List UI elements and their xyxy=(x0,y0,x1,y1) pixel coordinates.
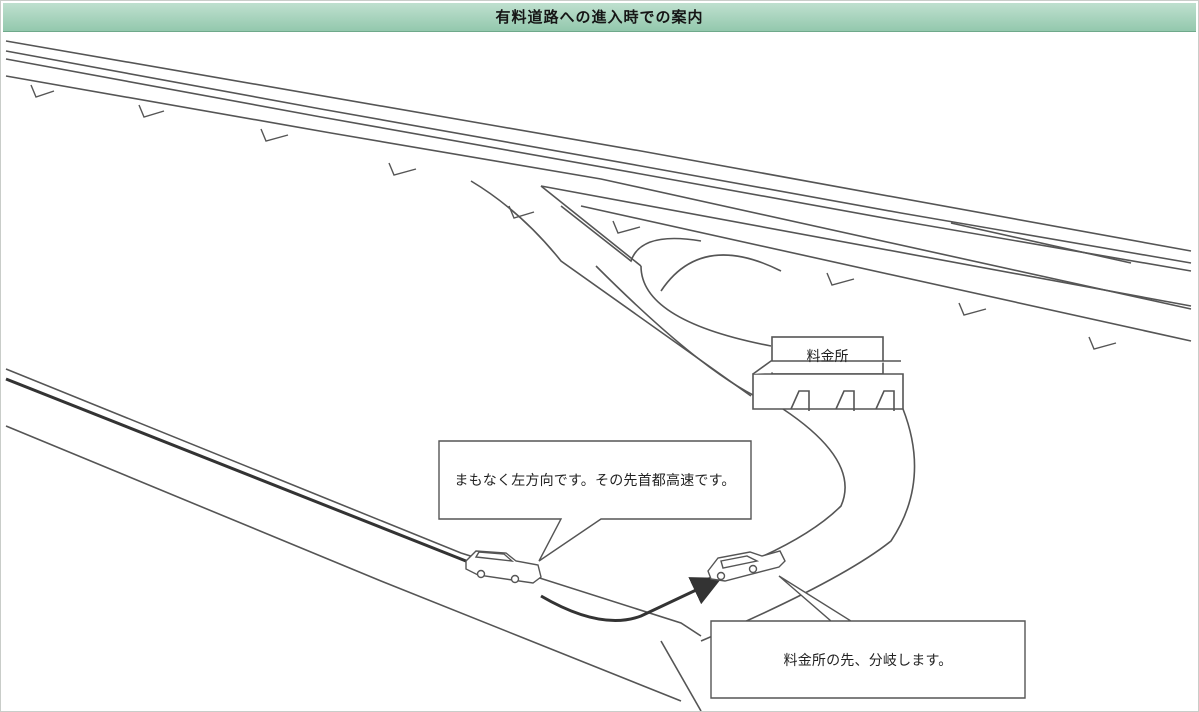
expressway-lower-deck xyxy=(540,185,1192,342)
expressway-deck xyxy=(5,40,1192,310)
tollbooth-label: 料金所 xyxy=(806,348,849,365)
route-arrow-icon xyxy=(5,377,722,622)
highway-pillar-icon xyxy=(30,84,1117,350)
ground-road xyxy=(5,368,702,711)
car-icon xyxy=(465,550,542,584)
callout-left-turn: まもなく左方向です。その先首都高速です。 xyxy=(441,443,749,517)
callout-branch: 料金所の先、分岐します。 xyxy=(713,623,1023,696)
car-icon xyxy=(707,550,786,582)
page-title: 有料道路への進入時での案内 xyxy=(3,3,1196,32)
on-ramp xyxy=(470,180,782,400)
